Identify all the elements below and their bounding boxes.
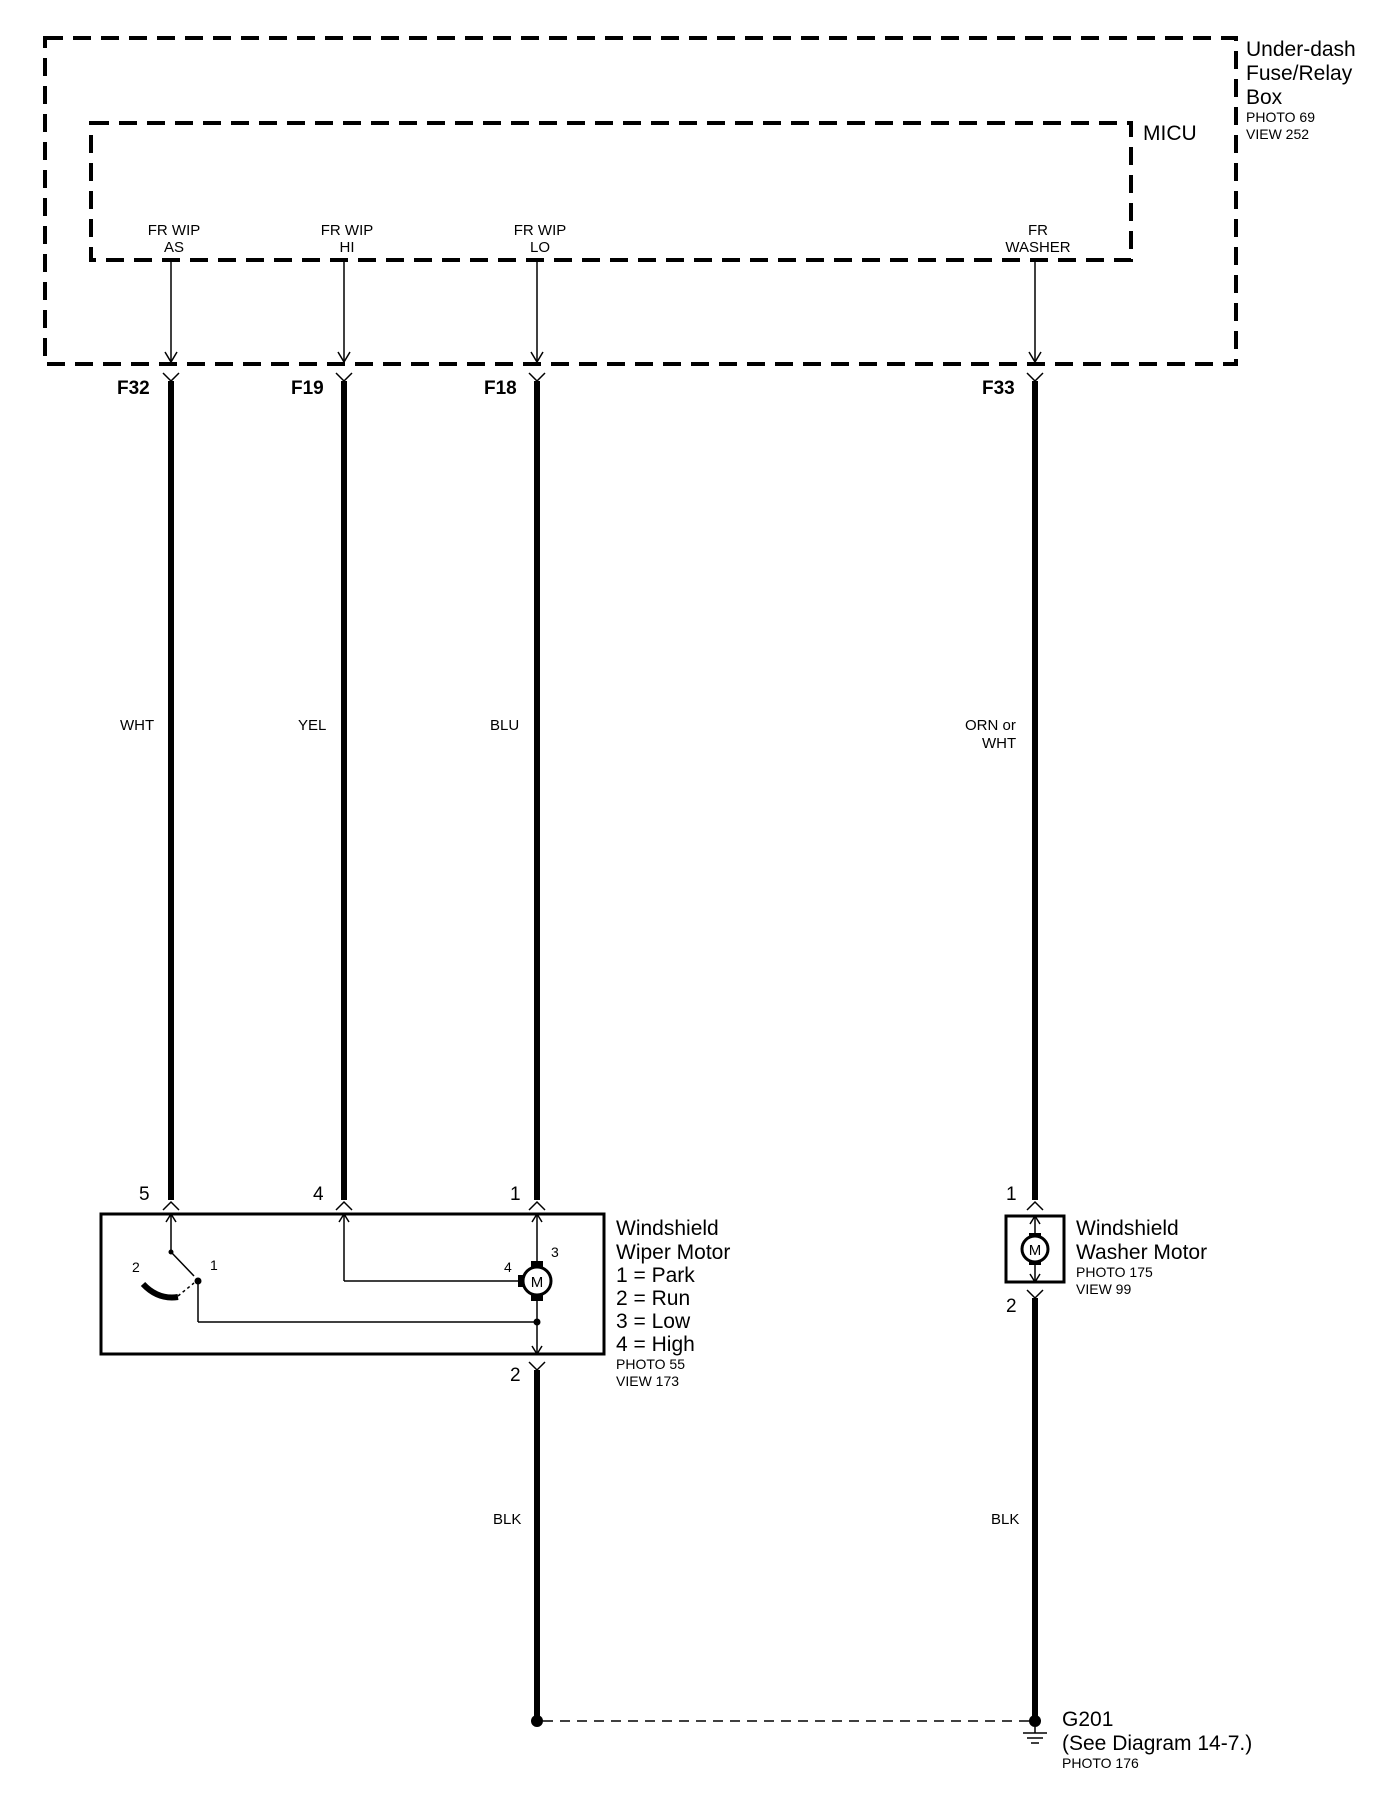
micu-label: MICU [1143, 122, 1197, 145]
connector-f19: F19 [291, 378, 324, 399]
wire-color-orn-line1: ORN or [965, 717, 1016, 734]
washer-motor-internal [1020, 1214, 1050, 1284]
wiper-motor-pin-4: 4 [504, 1259, 512, 1275]
signal-lo-line1: FR WIP [514, 222, 567, 239]
washer-pin-1: 1 [1006, 1184, 1017, 1205]
wiper-legend-high: 4 = High [616, 1333, 695, 1356]
signal-lo-line2: LO [530, 239, 550, 256]
wiper-title-1: Windshield [616, 1217, 719, 1240]
washer-pin-1-chevron [1026, 1200, 1044, 1211]
wire-color-orn-line2: WHT [982, 735, 1016, 752]
fuse-box-title-3: Box [1246, 86, 1283, 109]
signal-as-line1: FR WIP [148, 222, 201, 239]
signal-washer-line1: FR [1028, 222, 1048, 239]
wiper-pin-4: 4 [313, 1184, 324, 1205]
wiper-view: VIEW 173 [616, 1373, 679, 1389]
ground-splice-dot [531, 1715, 543, 1727]
ground-note: (See Diagram 14-7.) [1062, 1732, 1252, 1755]
washer-title-1: Windshield [1076, 1217, 1179, 1240]
ground-symbol-icon [1023, 1727, 1047, 1744]
connector-f32: F32 [117, 378, 150, 399]
washer-pin-2: 2 [1006, 1296, 1017, 1317]
fuse-box-title-1: Under-dash [1246, 38, 1356, 61]
wiper-motor-pin-3: 3 [551, 1244, 559, 1260]
wiper-pin-chevrons [162, 1200, 546, 1211]
wiper-motor-box [99, 1212, 606, 1356]
micu-internal-lines [164, 262, 1042, 364]
wiper-legend-run: 2 = Run [616, 1287, 690, 1310]
fuse-relay-box-outline [43, 36, 1238, 366]
wire-color-wiper-blk: BLK [493, 1511, 521, 1528]
signal-washer-line2: WASHER [1005, 239, 1070, 256]
signal-as-line2: AS [164, 239, 184, 256]
fuse-box-title-2: Fuse/Relay [1246, 62, 1353, 85]
wiper-internal-circuit [140, 1212, 553, 1356]
washer-view: VIEW 99 [1076, 1281, 1131, 1297]
connector-f18: F18 [484, 378, 517, 399]
wiper-switch-pin-2: 2 [132, 1259, 140, 1275]
wiper-photo: PHOTO 55 [616, 1356, 685, 1372]
fuse-box-photo: PHOTO 69 [1246, 109, 1315, 125]
wiper-motor-symbol: M [531, 1274, 544, 1291]
signal-hi-line1: FR WIP [321, 222, 374, 239]
washer-title-2: Washer Motor [1076, 1241, 1207, 1264]
wiper-pin-5: 5 [139, 1184, 150, 1205]
wiper-title-2: Wiper Motor [616, 1241, 730, 1264]
wiper-pin-2-chevron [528, 1361, 546, 1372]
connector-f33: F33 [982, 378, 1015, 399]
ground-label: G201 [1062, 1708, 1113, 1731]
washer-photo: PHOTO 175 [1076, 1264, 1153, 1280]
micu-outline [89, 121, 1133, 262]
wire-color-washer-blk: BLK [991, 1511, 1019, 1528]
ground-photo: PHOTO 176 [1062, 1755, 1139, 1771]
wiper-legend-park: 1 = Park [616, 1264, 695, 1287]
fuse-box-view: VIEW 252 [1246, 126, 1309, 142]
wire-color-blu: BLU [490, 717, 519, 734]
ground-point-dot [1029, 1715, 1041, 1727]
wire-color-yel: YEL [298, 717, 326, 734]
wire-color-wht: WHT [120, 717, 154, 734]
washer-motor-symbol: M [1029, 1242, 1042, 1259]
wiper-legend-low: 3 = Low [616, 1310, 691, 1333]
signal-hi-line2: HI [340, 239, 355, 256]
wiper-pin-1: 1 [510, 1184, 521, 1205]
washer-pin-2-chevron [1026, 1289, 1044, 1300]
wiper-pin-2: 2 [510, 1365, 521, 1386]
wiper-switch-pin-1: 1 [210, 1257, 218, 1273]
